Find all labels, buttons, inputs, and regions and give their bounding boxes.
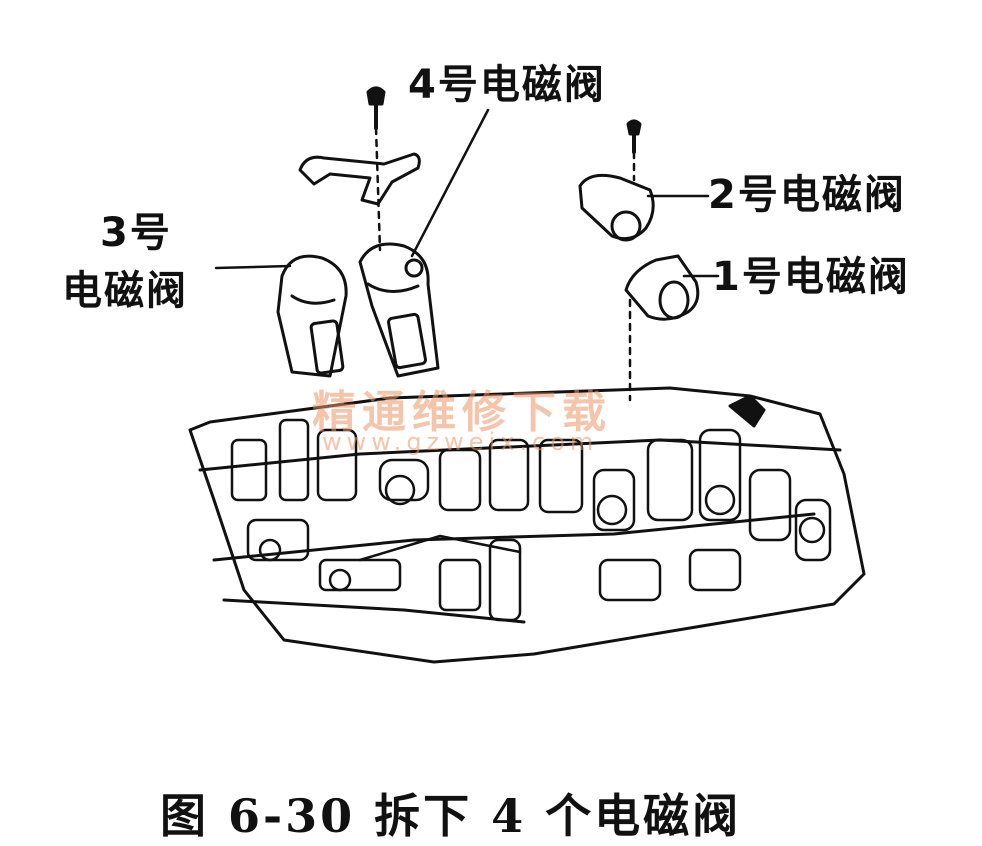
- label-solenoid-4: 4号电磁阀: [408, 62, 606, 108]
- bolt-left-icon: [366, 86, 386, 130]
- label-solenoid-3-name: 电磁阀: [62, 268, 188, 314]
- label-solenoid-3-number: 3号: [100, 210, 172, 256]
- solenoid-3-shape: [276, 254, 348, 378]
- label-solenoid-1: 1号电磁阀: [712, 254, 910, 300]
- watermark-url: www.gzweix.com: [322, 428, 599, 456]
- bracket-shape: [298, 152, 421, 206]
- solenoid-2-shape: [578, 173, 655, 242]
- solenoid-4-shape: [358, 242, 440, 378]
- solenoid-1-shape: [624, 254, 700, 321]
- bolt-right-icon: [626, 119, 642, 154]
- figure-caption: 图 6-30 拆下 4 个电磁阀: [160, 789, 742, 843]
- valve-body-shape: [188, 386, 866, 664]
- valve-body-illustration: [188, 86, 866, 664]
- watermark-text: 精通维修下载: [312, 387, 612, 438]
- label-solenoid-2: 2号电磁阀: [708, 172, 906, 218]
